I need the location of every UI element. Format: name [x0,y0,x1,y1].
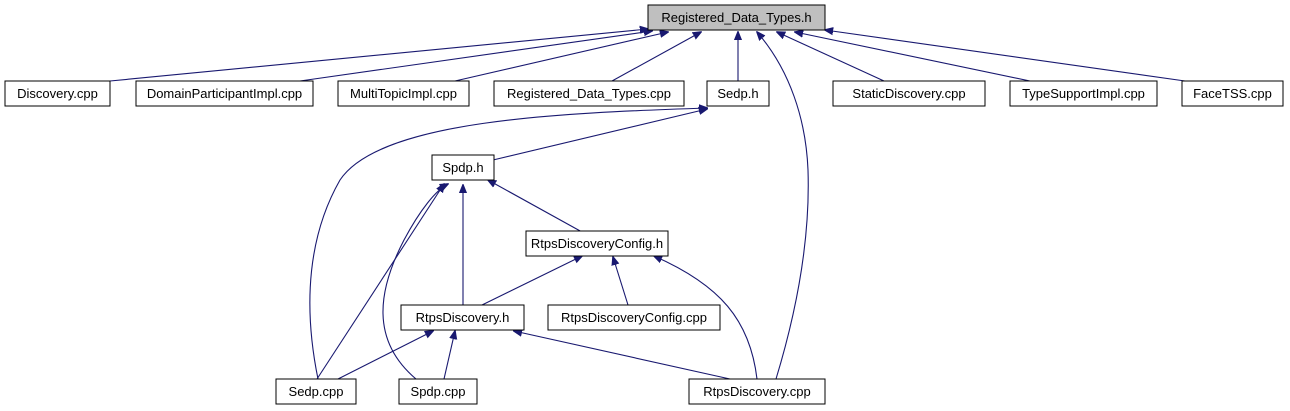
nodes-layer: Registered_Data_Types.h Discovery.cpp Do… [4,4,1284,405]
edge-sedp-cpp-to-rtpsdiscovery-h [337,331,433,380]
node-label: RtpsDiscovery.cpp [703,384,810,399]
node-rtpsdiscoveryconfig-cpp[interactable]: RtpsDiscoveryConfig.cpp [547,304,721,331]
node-label: Spdp.cpp [411,384,466,399]
node-rtpsdiscovery-cpp[interactable]: RtpsDiscovery.cpp [688,378,826,405]
node-label: Sedp.h [717,86,758,101]
node-spdp-cpp[interactable]: Spdp.cpp [398,378,478,405]
node-label: Registered_Data_Types.h [661,10,811,25]
edge-registered-data-types-cpp-to-registered-data-types-h [611,32,701,82]
node-label: Sedp.cpp [289,384,344,399]
node-sedp-h[interactable]: Sedp.h [706,80,770,107]
node-label: Registered_Data_Types.cpp [507,86,671,101]
node-label: Spdp.h [442,160,483,175]
node-registered-data-types-cpp[interactable]: Registered_Data_Types.cpp [493,80,685,107]
edge-spdp-cpp-to-spdp-h [382,184,448,380]
edge-spdp-cpp-to-rtpsdiscovery-h [443,331,455,380]
node-discovery-cpp[interactable]: Discovery.cpp [4,80,111,107]
edge-rtpsdiscovery-cpp-to-registered-data-types-h [757,32,809,380]
edge-rtpsdiscoveryconfig-h-to-spdp-h [488,180,583,233]
node-domainparticipantimpl-cpp[interactable]: DomainParticipantImpl.cpp [135,80,314,107]
edge-rtpsdiscoveryconfig-cpp-to-rtpsdiscoveryconfig-h [613,257,629,306]
edge-sedp-cpp-to-sedp-h [309,108,707,380]
node-rtpsdiscovery-h[interactable]: RtpsDiscovery.h [400,304,525,331]
node-multitopicimpl-cpp[interactable]: MultiTopicImpl.cpp [337,80,470,107]
node-rtpsdiscoveryconfig-h[interactable]: RtpsDiscoveryConfig.h [525,230,669,257]
edge-spdp-h-to-sedp-h [492,109,707,161]
node-label: FaceTSS.cpp [1193,86,1272,101]
edge-rtpsdiscovery-cpp-to-rtpsdiscoveryconfig-h [654,256,758,380]
node-label: RtpsDiscovery.h [416,310,510,325]
edge-multitopicimpl-cpp-to-registered-data-types-h [454,32,668,82]
edge-typesupportimpl-cpp-to-registered-data-types-h [795,32,1031,82]
node-label: TypeSupportImpl.cpp [1022,86,1145,101]
node-sedp-cpp[interactable]: Sedp.cpp [275,378,357,405]
node-registered-data-types-h[interactable]: Registered_Data_Types.h [647,4,826,31]
edge-rtpsdiscovery-cpp-to-rtpsdiscovery-h [514,331,731,380]
node-typesupportimpl-cpp[interactable]: TypeSupportImpl.cpp [1009,80,1158,107]
node-label: MultiTopicImpl.cpp [350,86,457,101]
edges-layer [109,29,1186,380]
node-spdp-h[interactable]: Spdp.h [431,154,495,181]
node-label: DomainParticipantImpl.cpp [147,86,302,101]
edge-discovery-cpp-to-registered-data-types-h [109,29,648,82]
node-facetss-cpp[interactable]: FaceTSS.cpp [1181,80,1284,107]
node-label: RtpsDiscoveryConfig.cpp [561,310,707,325]
edge-sedp-cpp-to-spdp-h [316,184,444,380]
node-label: Discovery.cpp [17,86,98,101]
edge-rtpsdiscovery-h-to-rtpsdiscoveryconfig-h [481,256,582,306]
node-label: StaticDiscovery.cpp [852,86,965,101]
node-label: RtpsDiscoveryConfig.h [531,236,663,251]
edge-staticdiscovery-cpp-to-registered-data-types-h [777,32,885,82]
edge-domainparticipantimpl-cpp-to-registered-data-types-h [299,31,652,82]
edge-facetss-cpp-to-registered-data-types-h [825,30,1186,82]
node-staticdiscovery-cpp[interactable]: StaticDiscovery.cpp [832,80,986,107]
